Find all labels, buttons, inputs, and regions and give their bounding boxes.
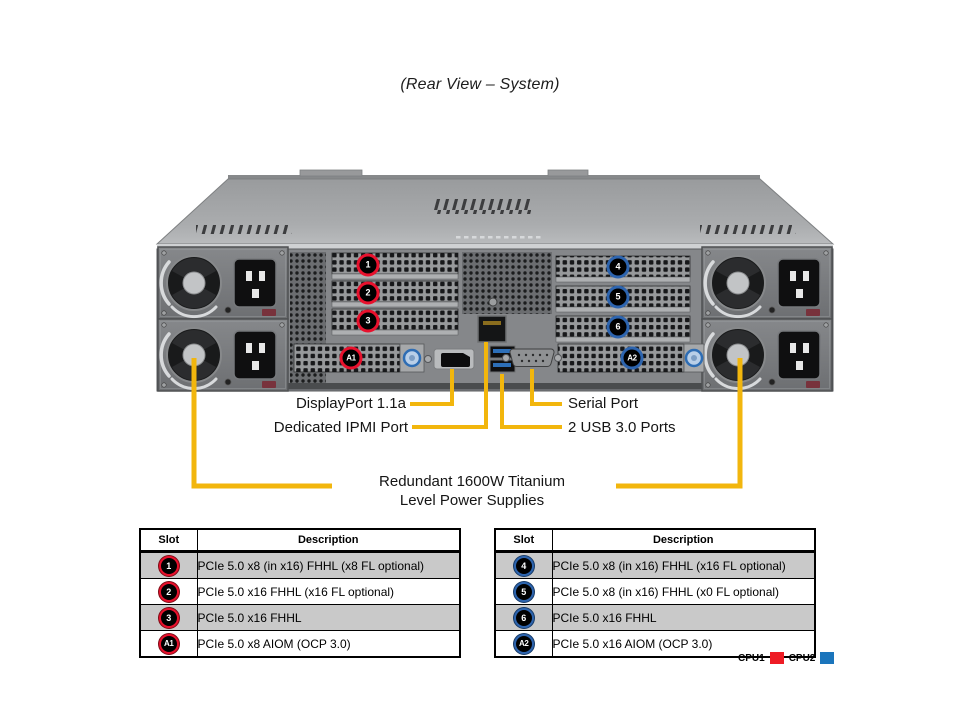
- page-title: (Rear View – System): [400, 76, 560, 93]
- callout-line-displayport: [410, 369, 454, 406]
- usb-ports: [489, 345, 516, 373]
- displayport-label: DisplayPort 1.1a: [295, 395, 406, 412]
- chassis-badge-slot5: 5: [606, 285, 630, 309]
- pcie-slots-left: [331, 252, 459, 336]
- slot-badge: 4: [513, 555, 534, 576]
- table-row: 3 PCIe 5.0 x16 FHHL: [139, 604, 461, 631]
- cpu1-color-swatch: [769, 652, 784, 664]
- callout-line-psu-right: [616, 358, 743, 489]
- serial-port: [502, 348, 562, 367]
- slot-badge: 5: [513, 581, 534, 602]
- chassis-lid: [155, 169, 835, 249]
- callout-line-psu-left: [191, 358, 332, 489]
- lid-vent-center: [432, 199, 532, 214]
- table-row: 6 PCIe 5.0 x16 FHHL: [494, 604, 816, 631]
- psu-left-top: [156, 245, 290, 321]
- slot-description: PCIe 5.0 x8 (in x16) FHHL (x0 FL optiona…: [551, 578, 816, 605]
- callout-line-ipmi: [412, 342, 488, 429]
- ipmi-label: Dedicated IPMI Port: [273, 419, 408, 436]
- slot-description: PCIe 5.0 x16 FHHL: [196, 604, 461, 631]
- slot-table-cpu2: Slot Description 4 PCIe 5.0 x8 (in x16) …: [494, 528, 816, 658]
- slot-description: PCIe 5.0 x16 FHHL: [551, 604, 816, 631]
- chassis-badge-slot2: 2: [356, 281, 380, 305]
- psu-label-line2: Level Power Supplies: [399, 492, 545, 509]
- chassis-badge-slotA1: A1: [339, 346, 363, 370]
- description-column-header: Description: [551, 528, 816, 553]
- callout-lines: [191, 342, 743, 489]
- callout-line-serial: [530, 369, 562, 406]
- table-row: A2 PCIe 5.0 x16 AIOM (OCP 3.0): [494, 630, 816, 658]
- chassis-badge-slot6: 6: [606, 315, 630, 339]
- table-row: A1 PCIe 5.0 x8 AIOM (OCP 3.0): [139, 630, 461, 658]
- table-header-row: Slot Description: [494, 528, 816, 553]
- table-row: 4 PCIe 5.0 x8 (in x16) FHHL (x16 FL opti…: [494, 551, 816, 579]
- displayport: [424, 348, 475, 370]
- ipmi-port: [477, 315, 507, 343]
- table-row: 5 PCIe 5.0 x8 (in x16) FHHL (x0 FL optio…: [494, 578, 816, 605]
- table-row: 1 PCIe 5.0 x8 (in x16) FHHL (x8 FL optio…: [139, 551, 461, 579]
- slot-badge: 2: [158, 581, 179, 602]
- usb-label: 2 USB 3.0 Ports: [568, 419, 676, 436]
- lid-vent-right: [700, 225, 796, 234]
- serial-label: Serial Port: [568, 395, 639, 412]
- chassis-badge-slot1: 1: [356, 253, 380, 277]
- slot-badge: A1: [158, 633, 179, 654]
- cpu2-legend-label: CPU2: [788, 652, 816, 664]
- io-shield-mesh: [462, 252, 552, 314]
- psu-label: Redundant 1600W Titanium Level Power Sup…: [330, 472, 614, 510]
- slot-column-header: Slot: [139, 528, 198, 553]
- description-column-header: Description: [196, 528, 461, 553]
- slot-description: PCIe 5.0 x8 (in x16) FHHL (x8 FL optiona…: [196, 551, 461, 579]
- slot-column-header: Slot: [494, 528, 553, 553]
- slot-table-cpu1: Slot Description 1 PCIe 5.0 x8 (in x16) …: [139, 528, 461, 658]
- chassis-badge-slot3: 3: [356, 309, 380, 333]
- server-rear-illustration: [155, 169, 835, 489]
- psu-right-top: [700, 245, 834, 321]
- psu-right-bottom: [700, 317, 834, 393]
- chassis-badge-slot4: 4: [606, 255, 630, 279]
- callout-line-usb: [500, 374, 562, 429]
- slot-badge: 1: [158, 555, 179, 576]
- slot-description: PCIe 5.0 x16 FHHL (x16 FL optional): [196, 578, 461, 605]
- slot-description: PCIe 5.0 x8 (in x16) FHHL (x16 FL option…: [551, 551, 816, 579]
- psu-left-bottom: [156, 317, 290, 393]
- slot-description: PCIe 5.0 x8 AIOM (OCP 3.0): [196, 630, 461, 658]
- cpu-legend: CPU1 CPU2: [738, 652, 835, 664]
- cpu1-legend-label: CPU1: [738, 652, 765, 664]
- table-header-row: Slot Description: [139, 528, 461, 553]
- table-row: 2 PCIe 5.0 x16 FHHL (x16 FL optional): [139, 578, 461, 605]
- slot-badge: 6: [513, 607, 534, 628]
- cpu2-color-swatch: [820, 652, 835, 664]
- psu-label-line1: Redundant 1600W Titanium: [379, 473, 565, 490]
- slot-description: PCIe 5.0 x16 AIOM (OCP 3.0): [551, 630, 816, 658]
- slot-badge: 3: [158, 607, 179, 628]
- chassis-badge-slotA2: A2: [620, 346, 644, 370]
- lid-vent-left: [196, 225, 292, 234]
- slot-badge: A2: [513, 633, 534, 654]
